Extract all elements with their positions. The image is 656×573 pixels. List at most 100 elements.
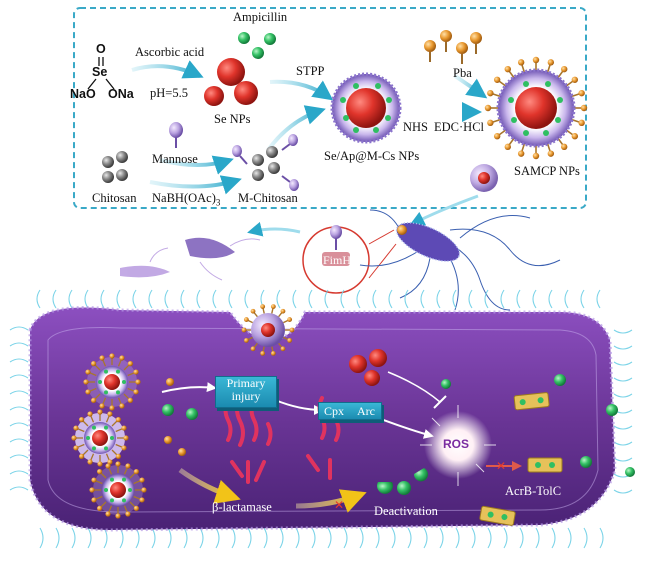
pba-head (99, 403, 105, 409)
cilium (436, 289, 441, 309)
cilium (116, 289, 121, 309)
cilium (391, 527, 396, 549)
cilium (548, 289, 553, 309)
cpx-label: Cpx (324, 404, 345, 418)
ampicillin-dot (128, 488, 132, 492)
pba-head (139, 497, 145, 503)
inhibit-x-efflux: ✕ (496, 459, 506, 473)
cilium (356, 289, 361, 309)
se-core (104, 374, 120, 390)
arrow-m-chitosan-up (266, 105, 326, 152)
pba-head (109, 353, 115, 359)
pba-head (87, 411, 93, 417)
cilium (68, 289, 73, 309)
label-nhs: NHS (403, 120, 429, 134)
chitosan-spheres (102, 151, 128, 183)
label-edc: EDC·HCl (434, 120, 484, 134)
pba-head (123, 435, 129, 441)
inhibit-x-deactivation: ✕ (334, 498, 344, 512)
cilium (212, 289, 217, 309)
pba-head (571, 133, 579, 140)
cilium (455, 527, 460, 549)
pba-head (91, 497, 97, 503)
cilium (164, 289, 169, 309)
pba-head (243, 317, 249, 322)
pba-head (97, 409, 103, 415)
label-nabh: NaBH(OAc)3 (152, 192, 220, 208)
nabh-subscript: 3 (215, 197, 221, 208)
pba-head (517, 150, 525, 157)
cilium (340, 289, 345, 309)
ampicillin-dot (104, 425, 108, 430)
arrow-beta-lactamase (178, 467, 241, 504)
pba-head (532, 56, 540, 64)
ampicillin-dot (122, 498, 126, 503)
cilium (87, 527, 92, 549)
pba-head (97, 469, 103, 475)
pba-head (250, 346, 256, 352)
pba-head (121, 425, 127, 431)
label-chitosan: Chitosan (92, 191, 137, 205)
m-chitosan-structure (232, 134, 299, 191)
ampicillin-dot (92, 425, 96, 430)
label-se-ap-m-cs: Se/Ap@M-Cs NPs (324, 149, 420, 163)
ampicillin-dot (110, 498, 114, 503)
cilium (613, 345, 633, 350)
cilium (167, 527, 172, 549)
label-samcp: SAMCP NPs (514, 164, 580, 178)
cilium (180, 289, 185, 309)
cilium (244, 289, 249, 309)
ampicillin-dot (104, 369, 108, 374)
cilium (196, 289, 201, 309)
pba-head (71, 435, 77, 441)
pba-head (141, 487, 147, 493)
pba-head (73, 425, 79, 431)
pba-head (517, 59, 525, 66)
cilium (613, 377, 633, 382)
ampicillin-dot (104, 488, 108, 492)
arrow-to-primary (161, 382, 217, 393)
pba-head (547, 59, 555, 66)
pba-head (139, 477, 145, 483)
samcp-small (470, 164, 498, 192)
cilium (9, 470, 29, 475)
cilium (132, 289, 137, 309)
primary-injury-box: Primary injury (215, 376, 277, 408)
pba-head (487, 89, 494, 97)
cilium (327, 527, 332, 549)
pba-head (115, 513, 121, 519)
cilium (596, 289, 601, 309)
cilium (55, 527, 60, 549)
formula-o: O (96, 42, 106, 56)
pba-molecules (424, 30, 482, 64)
cilium (613, 425, 633, 430)
cilium (567, 527, 572, 549)
cilium (295, 527, 300, 549)
cilium (215, 527, 220, 549)
label-stpp: STPP (296, 64, 325, 78)
pba-head (561, 65, 568, 73)
cilium (613, 457, 633, 462)
cilium (375, 527, 380, 549)
label-deactivation: Deactivation (374, 504, 438, 518)
pba-head (79, 453, 85, 459)
pba-head (287, 317, 293, 322)
pba-head (493, 76, 501, 83)
cpx-arc-box: Cpx Arc (318, 402, 382, 420)
cilium (407, 527, 412, 549)
pba-head (85, 369, 91, 375)
cilium (228, 289, 233, 309)
ampicillin-dot (122, 477, 126, 482)
arrow-mannose (159, 155, 234, 175)
arrow-pba (453, 74, 488, 99)
cilium (84, 289, 89, 309)
pba-head (578, 119, 585, 127)
pba-head (243, 338, 249, 343)
dead-bacterium-fragments (120, 237, 261, 281)
pba-head (99, 355, 105, 361)
free-ampicillin (162, 374, 635, 477)
nanoparticle-entering (241, 304, 295, 356)
cilium (9, 454, 29, 459)
pba-head (107, 411, 113, 417)
formula-se: Se (92, 65, 108, 79)
